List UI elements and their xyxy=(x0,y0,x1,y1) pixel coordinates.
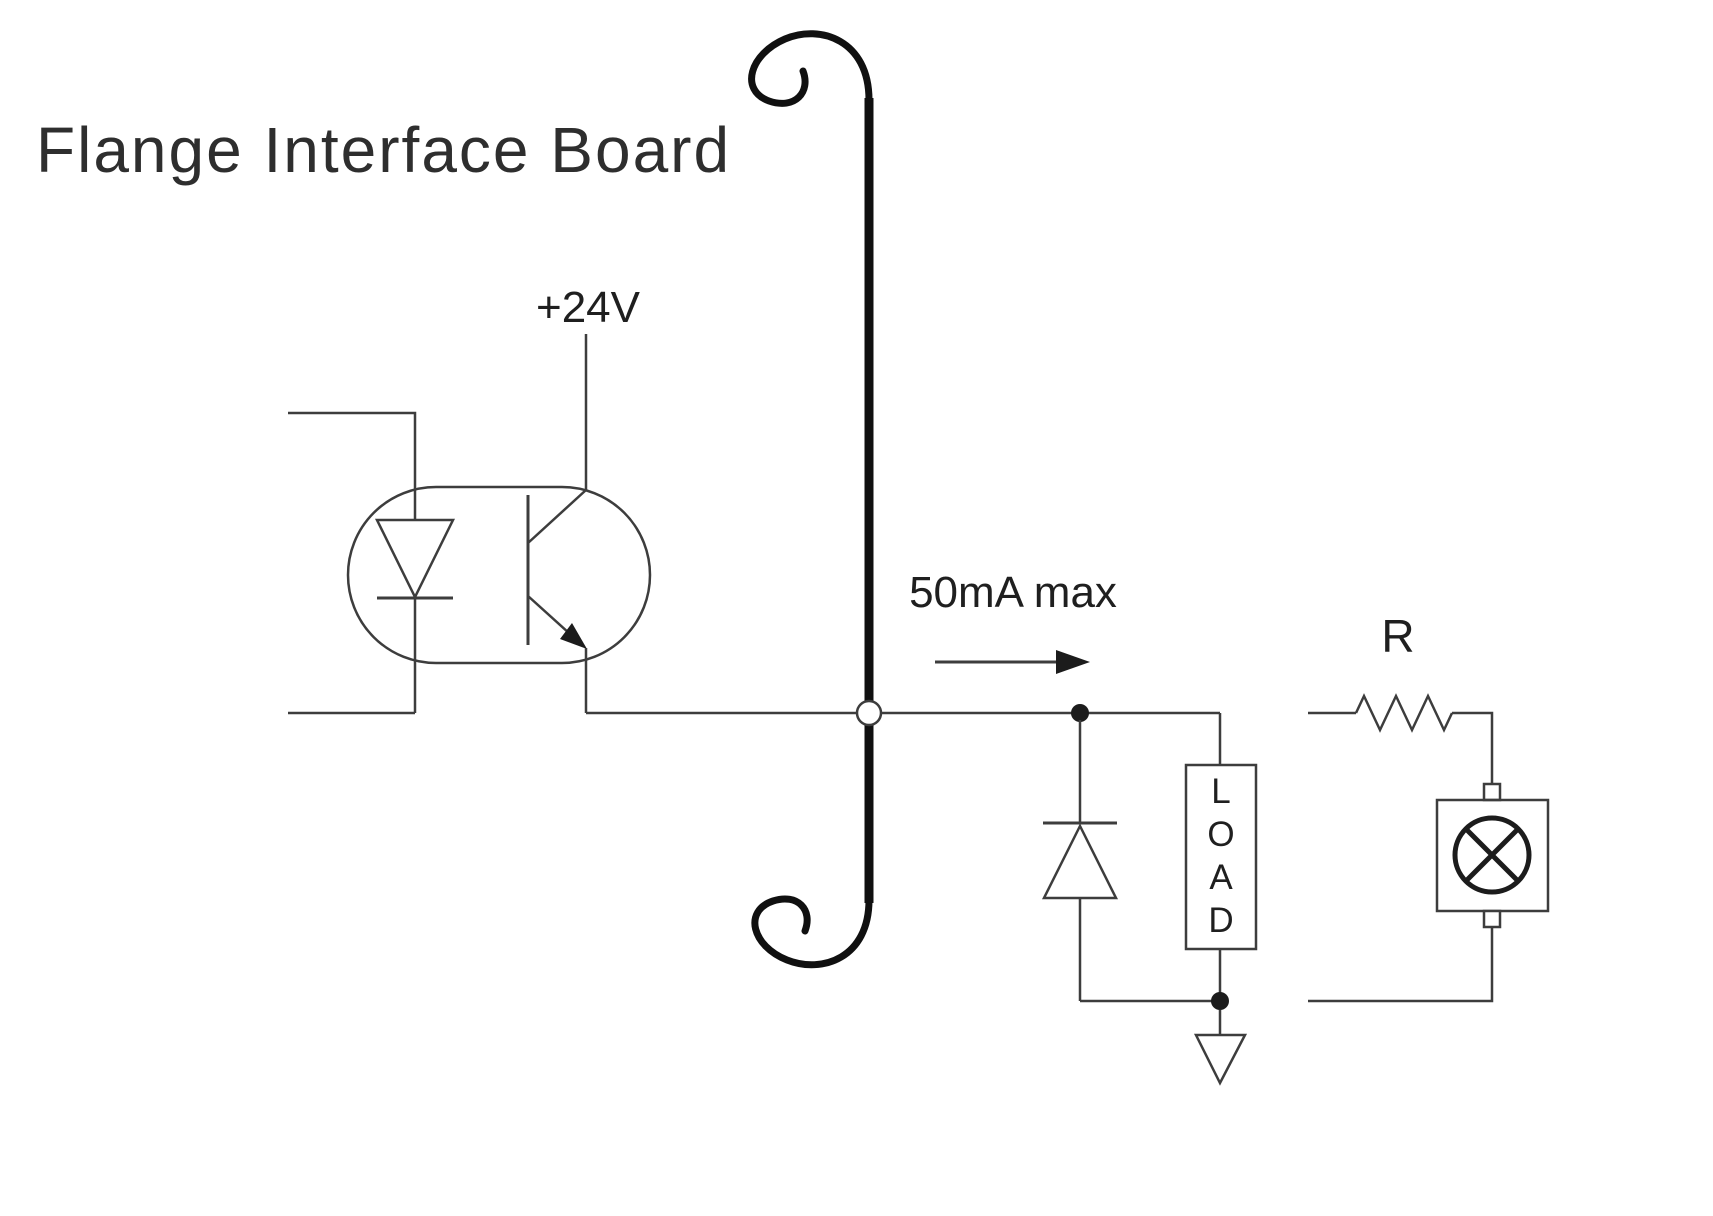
junction-dot-top xyxy=(1071,704,1089,722)
output-wire xyxy=(584,648,1220,727)
resistor-right-lead xyxy=(1452,711,1494,785)
diode-triangle xyxy=(1041,823,1119,900)
input-wires xyxy=(288,411,417,715)
led-triangle xyxy=(374,518,456,600)
ground-symbol xyxy=(1193,1010,1248,1086)
lamp-circle-icon xyxy=(1452,815,1532,895)
load-letter-d: D xyxy=(1208,901,1233,940)
optocoupler-outline xyxy=(346,485,652,665)
supply-rail: +24V xyxy=(536,283,641,490)
junction-dot-bottom xyxy=(1211,992,1229,1010)
emitter-arrowhead-icon xyxy=(560,623,587,649)
phototransistor xyxy=(526,489,587,649)
indicator-lamp xyxy=(1308,782,1550,1003)
resistor-label: R xyxy=(1381,610,1414,662)
board-boundary xyxy=(748,30,874,969)
input-wire-top xyxy=(288,411,417,520)
lamp-return-wire xyxy=(1308,927,1494,1003)
load-letter-o: O xyxy=(1207,815,1234,854)
load-letter-a: A xyxy=(1209,858,1233,897)
lamp-cross-2 xyxy=(1464,827,1520,883)
ground-triangle-icon xyxy=(1193,1033,1248,1086)
lamp-terminal-bottom xyxy=(1482,909,1502,929)
diagram-title: Flange Interface Board xyxy=(36,114,731,186)
connector-pin xyxy=(855,699,883,727)
load-box: L O A D xyxy=(1184,713,1258,1010)
current-arrowhead-icon xyxy=(1056,650,1090,674)
led-diode xyxy=(374,518,456,713)
lamp-terminal-top xyxy=(1482,782,1502,802)
optocoupler xyxy=(346,485,652,713)
transistor-collector xyxy=(527,489,587,544)
flyback-diode xyxy=(1041,720,1215,1003)
break-symbol-bottom xyxy=(751,895,873,969)
current-max-label: 50mA max xyxy=(909,568,1117,617)
current-annotation: 50mA max xyxy=(909,568,1117,674)
supply-label: +24V xyxy=(536,283,641,332)
load-letter-l: L xyxy=(1211,772,1230,811)
break-symbol-top xyxy=(748,30,873,107)
external-resistor: R xyxy=(1308,610,1494,785)
resistor-zigzag xyxy=(1354,693,1454,733)
